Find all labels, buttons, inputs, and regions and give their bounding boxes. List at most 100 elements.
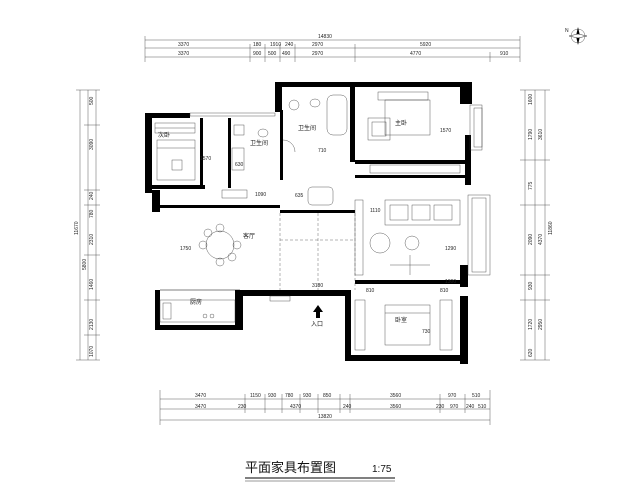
dim-right-5: 2090 <box>528 234 534 245</box>
dim-left-3: 240 <box>89 191 95 200</box>
kitchen-counter <box>159 299 236 323</box>
bathtub-icon <box>326 94 348 136</box>
living-room: 1110 1290 1300 635 <box>295 186 461 285</box>
drawing-title: 平面家具布置图 1:75 <box>245 460 395 482</box>
inner-dim-12: 730 <box>422 329 431 335</box>
dim-left-7: 1460 <box>89 279 95 290</box>
sofa <box>384 199 461 226</box>
entrance: 入口 3180 <box>269 283 323 328</box>
dim-right-2: 1790 <box>528 129 534 140</box>
master-wardrobe <box>369 164 461 174</box>
dim-top-9: 500 <box>268 51 277 57</box>
dim-top-5: 2970 <box>312 42 323 48</box>
dim-top-overall: 14830 <box>318 34 332 40</box>
dim-bot-11: 230 <box>238 404 247 410</box>
plan-scale: 1:75 <box>372 464 392 475</box>
inner-dim-7: 1110 <box>370 208 381 214</box>
stove-burner <box>202 313 208 319</box>
dim-left-1: 500 <box>89 96 95 105</box>
dim-bot-12: 4370 <box>290 404 301 410</box>
master-bedroom: 主卧 1570 <box>367 91 461 174</box>
kitchen: 厨房 <box>159 298 236 323</box>
plan-title: 平面家具布置图 <box>245 460 336 476</box>
dim-left-4: 780 <box>89 209 95 218</box>
bedroom-3: 卧室 730 810 810 <box>354 288 453 351</box>
dim-bot-3: 930 <box>268 393 277 399</box>
dim-left-8: 2130 <box>89 319 95 330</box>
inner-dim-9: 1300 <box>445 279 456 285</box>
compass-icon: N <box>565 27 588 45</box>
stove-burner-2 <box>209 313 215 319</box>
inner-dim-2: 630 <box>235 162 244 168</box>
dim-right-overall: 11860 <box>548 221 554 235</box>
dim-top-11: 2970 <box>312 51 323 57</box>
shelf-3 <box>439 299 453 351</box>
dim-bot-7: 3560 <box>390 393 401 399</box>
inner-dim-5: 1570 <box>440 128 451 134</box>
inner-dim-1: 1570 <box>200 156 211 162</box>
dim-top-8: 900 <box>253 51 262 57</box>
tv-cabinet <box>354 199 364 276</box>
bed-3 <box>384 304 431 346</box>
dim-bot-2: 1150 <box>250 393 261 399</box>
dim-top-12: 4770 <box>410 51 421 57</box>
dim-left-2: 3090 <box>89 139 95 150</box>
inner-dim-14: 810 <box>440 288 449 294</box>
entrance-arrow-icon <box>313 305 323 318</box>
dim-right-7: 930 <box>528 281 534 290</box>
basin-icon <box>288 99 300 111</box>
bed <box>156 139 196 181</box>
interior-walls <box>150 110 465 291</box>
left-dimensions: 11670 500 3090 240 780 2310 5800 1460 21… <box>74 89 100 361</box>
dim-bot-17: 240 <box>466 404 475 410</box>
dim-bot-5: 930 <box>303 393 312 399</box>
room-label-bedroom3: 卧室 <box>395 316 407 324</box>
room-label-bath2: 卫生间 <box>298 124 316 132</box>
dim-bot-6: 850 <box>323 393 332 399</box>
dim-right-10: 620 <box>528 348 534 357</box>
top-dimensions: 14830 3370 180 1910 240 2970 5920 3370 9… <box>144 34 521 62</box>
dim-top-3: 1910 <box>270 42 281 48</box>
dim-bot-9: 510 <box>472 393 481 399</box>
right-dimensions: 1600 1790 3610 775 2090 4370 930 1720 29… <box>520 89 554 361</box>
sideboard <box>221 189 248 199</box>
ottoman <box>307 186 334 206</box>
dim-top-4: 240 <box>285 42 294 48</box>
inner-dim-3: 1090 <box>255 192 266 198</box>
dining-table <box>205 230 235 260</box>
rug <box>367 117 391 141</box>
pillow <box>171 159 183 171</box>
inner-dim-10: 3180 <box>312 283 323 289</box>
dim-top-2: 180 <box>253 42 262 48</box>
inner-dim-11: 1750 <box>180 246 191 252</box>
dim-top-10: 490 <box>282 51 291 57</box>
dim-right-6: 4370 <box>538 234 544 245</box>
dining-area: 客厅 1750 1090 <box>180 189 356 290</box>
master-bed <box>384 99 431 136</box>
room-label-master: 主卧 <box>395 119 407 127</box>
secondary-bedroom: 次卧 1570 <box>154 122 211 181</box>
dim-top-1: 3370 <box>178 42 189 48</box>
sink-icon <box>233 124 245 136</box>
dim-left-5: 2310 <box>89 234 95 245</box>
dim-bot-16: 970 <box>450 404 459 410</box>
room-label-bath1: 卫生间 <box>250 139 268 147</box>
dim-bot-1: 3470 <box>195 393 206 399</box>
dim-bot-18: 510 <box>478 404 487 410</box>
dim-left-6: 5800 <box>82 259 88 270</box>
dim-top-6: 5920 <box>420 42 431 48</box>
toilet-icon-2 <box>309 98 321 108</box>
shower <box>231 147 245 171</box>
bathroom-1: 卫生间 630 <box>231 124 269 171</box>
room-label-entrance: 入口 <box>311 321 323 328</box>
inner-dim-13: 810 <box>366 288 375 294</box>
bottom-dimensions: 3470 1150 930 780 930 850 3560 970 510 3… <box>159 390 491 425</box>
dim-bot-13: 240 <box>343 404 352 410</box>
dim-bot-overall: 13820 <box>318 414 332 420</box>
wardrobe-3 <box>354 299 366 351</box>
dim-left-overall: 11670 <box>74 221 80 235</box>
headboard <box>377 91 429 101</box>
inner-dim-8: 1290 <box>445 246 456 252</box>
windows <box>189 104 491 276</box>
